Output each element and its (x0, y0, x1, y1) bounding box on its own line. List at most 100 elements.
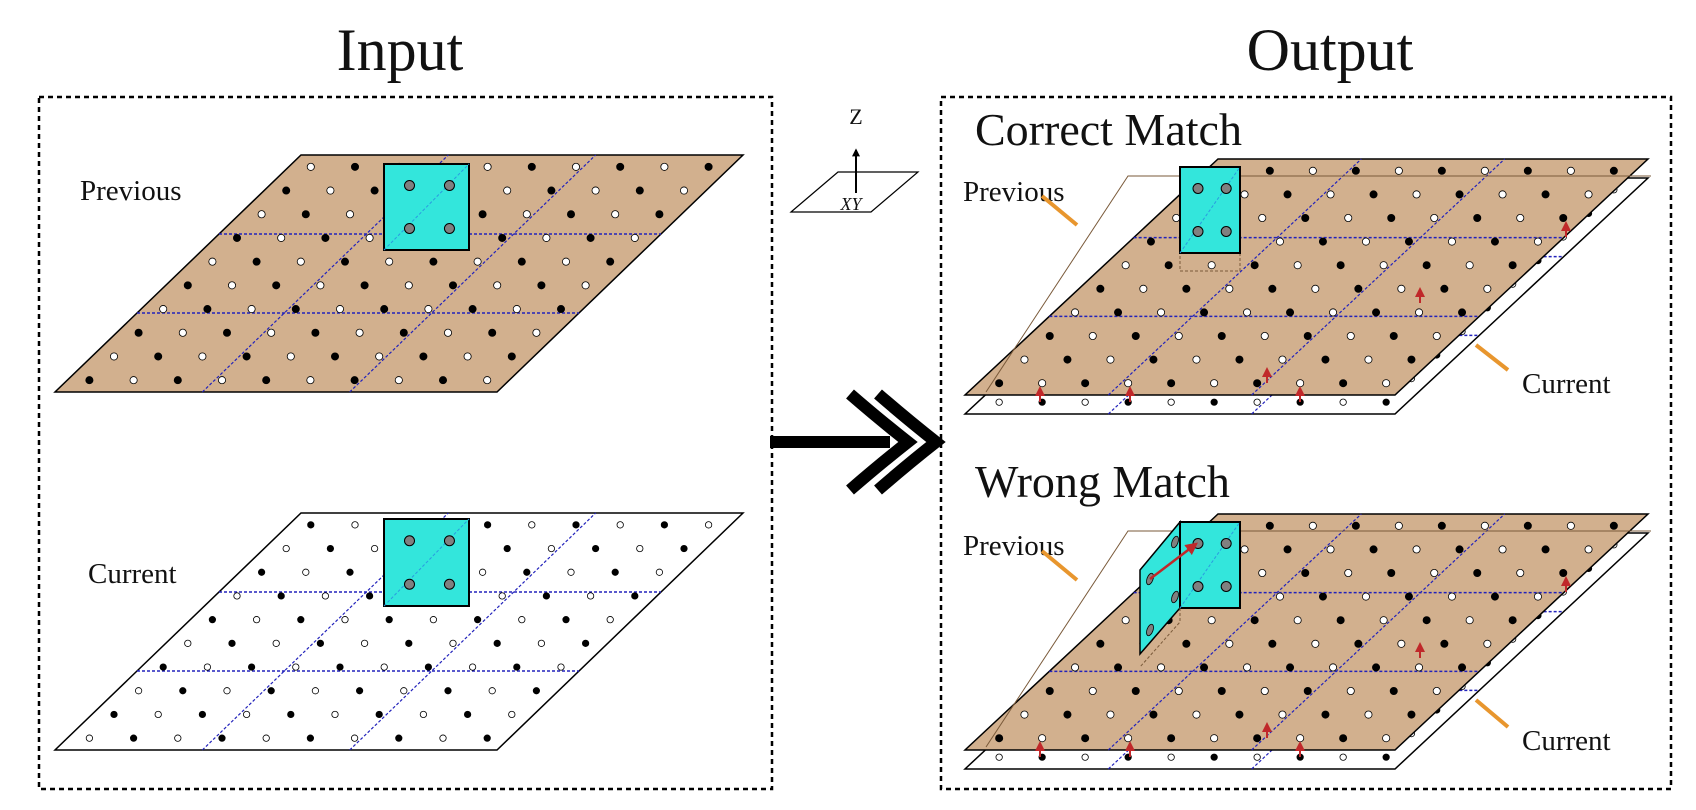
keypoint-hollow (306, 376, 315, 385)
keypoint-hollow (253, 616, 261, 624)
keypoint-hollow (1382, 379, 1391, 388)
keypoint-hollow (1326, 190, 1335, 199)
keypoint-hollow (1364, 355, 1373, 364)
keypoint-filled (429, 257, 438, 266)
current-plane-outline (985, 175, 1651, 393)
keypoint-filled (267, 687, 275, 695)
correct-current-label: Current (1522, 368, 1611, 400)
matched-patch (1179, 166, 1241, 254)
keypoint-filled (655, 210, 664, 219)
keypoint-filled (1268, 639, 1277, 648)
keypoint-hollow (1533, 592, 1542, 601)
keypoint-filled (1182, 639, 1191, 648)
keypoint-filled (1167, 379, 1176, 388)
keypoint-hollow (1124, 379, 1133, 388)
keypoint-filled (287, 710, 295, 719)
keypoint-filled (1253, 734, 1262, 743)
keypoint-hollow (223, 687, 231, 695)
keypoint-filled (1286, 308, 1295, 317)
keypoint-filled (1473, 569, 1482, 578)
keypoint-filled (1063, 710, 1072, 719)
patch-keypoint (1192, 581, 1204, 592)
keypoint-hollow (341, 616, 349, 624)
keypoint-filled (385, 616, 393, 624)
keypoint-hollow (1394, 166, 1403, 175)
patch-keypoint (404, 223, 415, 234)
keypoint-hollow (1258, 569, 1267, 578)
keypoint-hollow (203, 663, 211, 671)
keypoint-hollow (247, 305, 256, 314)
keypoint-hollow (542, 233, 551, 242)
keypoint-hollow (365, 233, 374, 242)
grid-line-vertical (201, 154, 449, 393)
keypoint-filled (1369, 545, 1378, 554)
keypoint-filled (1318, 592, 1327, 601)
keypoint-hollow (1157, 308, 1166, 317)
keypoint-hollow (262, 734, 270, 742)
input-previous-label: Previous (80, 175, 182, 207)
keypoint-filled (498, 233, 507, 242)
keypoint-hollow (1465, 261, 1474, 270)
keypoint-filled (1217, 687, 1226, 696)
keypoint-hollow (1243, 663, 1252, 672)
keypoint-hollow (1020, 710, 1029, 719)
keypoint-filled (1321, 710, 1330, 719)
keypoint-filled (198, 710, 206, 719)
keypoint-hollow (351, 521, 359, 529)
keypoint-filled (1131, 687, 1140, 696)
keypoint-filled (468, 305, 477, 314)
previous-plane-surface (53, 154, 745, 393)
keypoint-filled (1301, 213, 1310, 222)
keypoint-hollow (345, 210, 354, 219)
keypoint-filled (419, 352, 428, 361)
keypoint-filled (448, 281, 457, 290)
keypoint-filled (995, 379, 1004, 388)
input-current-plane (53, 512, 745, 751)
wrong-match-diagram (963, 513, 1651, 770)
keypoint-filled (346, 568, 354, 576)
keypoint-filled (272, 281, 281, 290)
wrong-match-title: Wrong Match (975, 456, 1230, 507)
keypoint-hollow (1275, 592, 1284, 601)
keypoint-hollow (567, 568, 575, 576)
keypoint-hollow (557, 663, 565, 671)
keypoint-filled (483, 521, 492, 529)
keypoint-hollow (1346, 331, 1355, 340)
keypoint-hollow (1379, 261, 1388, 270)
keypoint-filled (1422, 616, 1431, 625)
keypoint-filled (1440, 639, 1449, 648)
grid-line-vertical (201, 512, 449, 751)
keypoint-hollow (1207, 616, 1216, 625)
keypoint-filled (567, 210, 576, 219)
keypoint-filled (297, 616, 305, 624)
keypoint-filled (1146, 237, 1155, 246)
keypoint-filled (493, 639, 501, 647)
keypoint-filled (154, 352, 163, 361)
keypoint-hollow (1382, 734, 1391, 743)
keypoint-filled (228, 639, 236, 647)
keypoint-hollow (335, 305, 344, 314)
keypoint-hollow (198, 352, 207, 361)
keypoint-filled (1283, 190, 1292, 199)
keypoint-filled (232, 233, 241, 242)
keypoint-hollow (321, 592, 329, 600)
keypoint-filled (1339, 379, 1348, 388)
keypoint-filled (1301, 569, 1310, 578)
wrong-current-leader-line (1474, 698, 1510, 729)
keypoint-filled (1541, 545, 1550, 554)
keypoint-hollow (1296, 734, 1305, 743)
keypoint-filled (680, 544, 688, 553)
keypoint-filled (483, 734, 491, 742)
keypoint-filled (1283, 545, 1292, 554)
keypoint-hollow (1397, 639, 1406, 648)
keypoint-hollow (443, 328, 452, 337)
keypoint-filled (473, 616, 482, 624)
keypoint-hollow (331, 710, 339, 719)
keypoint-filled (1286, 663, 1295, 672)
keypoint-filled (581, 639, 590, 647)
keypoint-hollow (1038, 379, 1047, 388)
keypoint-hollow (1253, 753, 1261, 761)
keypoint-filled (1303, 687, 1312, 696)
keypoint-filled (631, 592, 639, 600)
keypoint-hollow (1339, 753, 1347, 761)
